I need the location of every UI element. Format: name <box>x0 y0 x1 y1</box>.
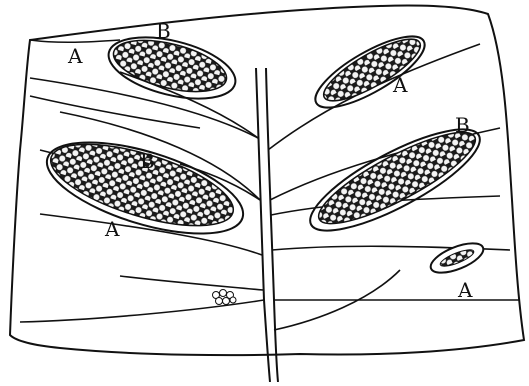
label-a-upper-left: A <box>67 44 83 68</box>
label-a-lower-right: A <box>457 278 473 302</box>
label-a-upper-right: A <box>392 73 408 97</box>
label-a-middle-left: A <box>104 217 120 241</box>
label-b-upper-left: B <box>156 19 171 43</box>
label-b-middle-left: B <box>140 149 155 173</box>
label-b-middle-right: B <box>455 113 470 137</box>
